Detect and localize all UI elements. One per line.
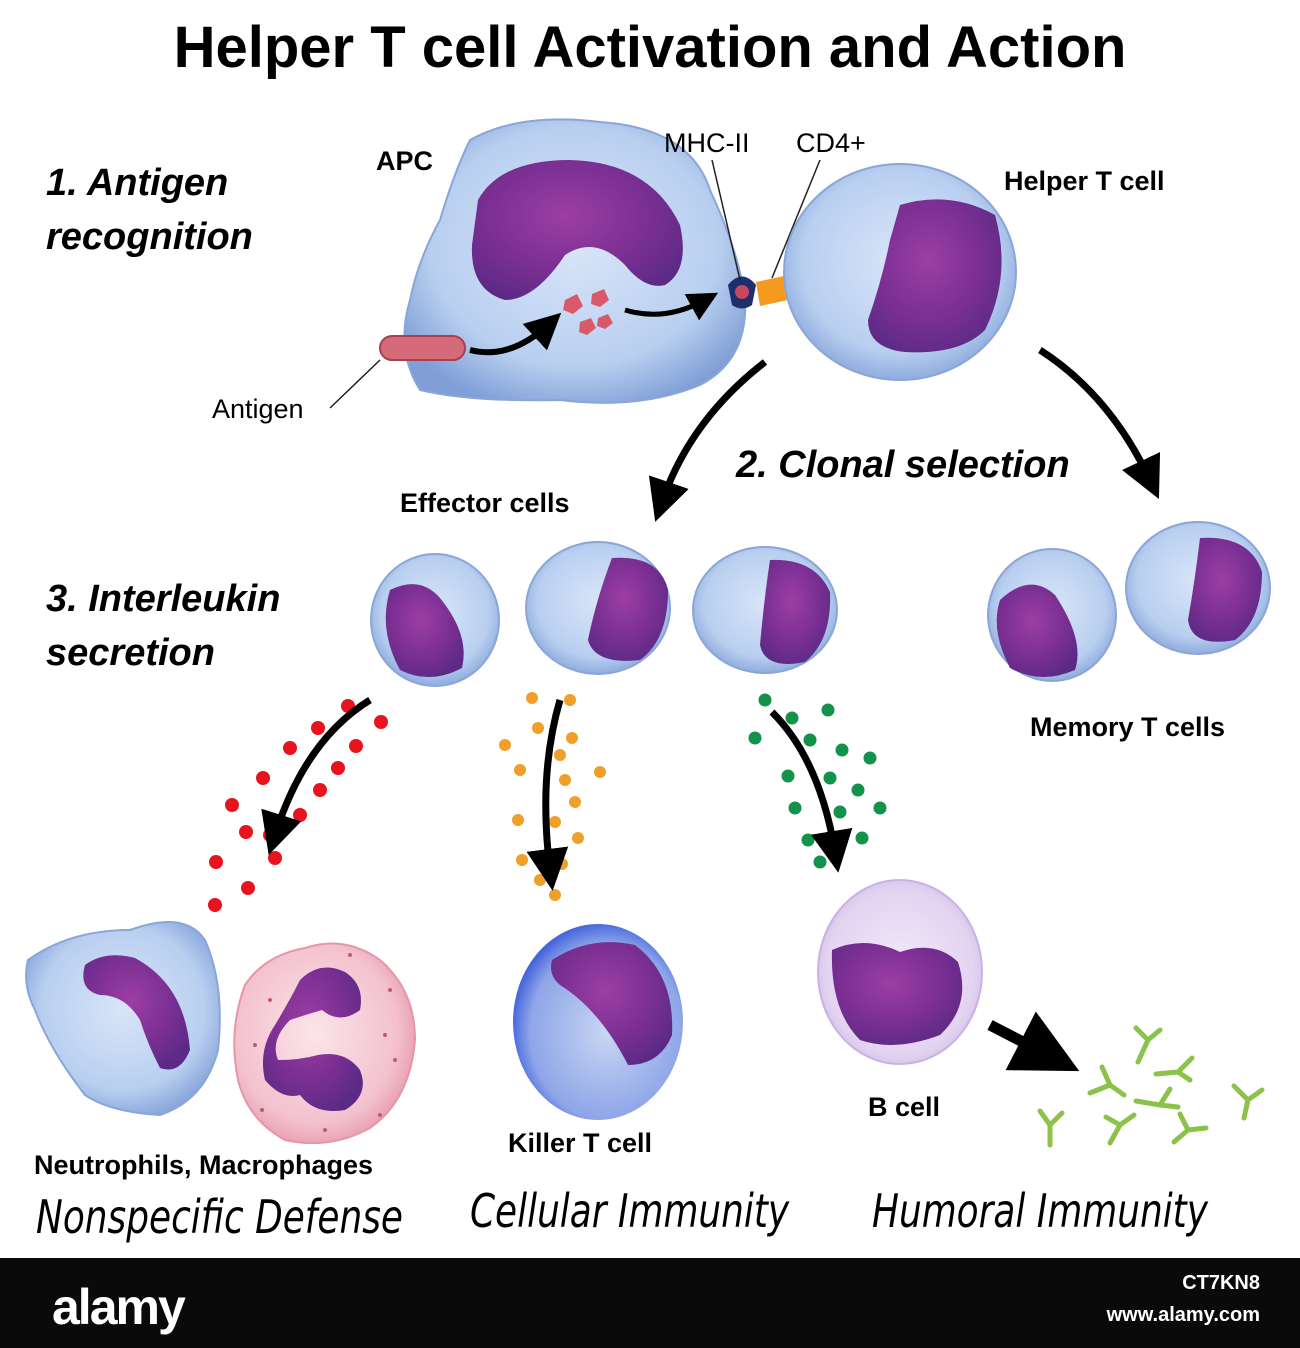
apc-nucleus xyxy=(471,160,683,300)
step-1-title-line-1: 1. Antigen xyxy=(46,162,229,204)
presented-antigen xyxy=(735,285,749,299)
cd4-leader-line xyxy=(771,159,821,279)
antibodies xyxy=(1037,1025,1265,1148)
helper-t-cell xyxy=(783,163,1017,381)
neutrophil-cell xyxy=(233,942,417,1145)
b-cell-nucleus xyxy=(831,942,963,1045)
neutrophil-granules xyxy=(253,953,397,1132)
step-2-title: 2. Clonal selection xyxy=(736,444,1070,486)
presentation-arrow xyxy=(624,292,719,321)
arrow-to-nonspecific xyxy=(261,697,372,856)
macrophage-cell xyxy=(25,921,221,1117)
b-cell xyxy=(817,879,983,1065)
cellular-immunity-label: Cellular Immunity xyxy=(470,1184,790,1238)
effector-cell xyxy=(525,541,671,675)
helper-t-nucleus xyxy=(868,199,1002,353)
killer-t-nucleus xyxy=(551,942,673,1065)
page-title: Helper T cell Activation and Action xyxy=(173,15,1127,80)
step-3-title-line-1: 3. Interleukin xyxy=(46,578,281,620)
memory-t-cell xyxy=(987,548,1117,682)
arrow-to-memory xyxy=(1038,347,1161,499)
nonspecific-defense-label: Nonspecific Defense xyxy=(36,1190,404,1244)
mhc-ii-label: MHC-II xyxy=(664,128,750,158)
processed-antigen-fragments xyxy=(563,289,613,335)
arrow-to-humoral xyxy=(769,709,853,873)
macrophage-nucleus xyxy=(83,955,190,1070)
image-id: CT7KN8 xyxy=(1182,1272,1260,1294)
antibody-secretion-arrow xyxy=(987,1011,1080,1072)
antigen-rod xyxy=(379,335,466,361)
memory-t-cell xyxy=(1125,521,1271,655)
alamy-logo: alamy xyxy=(52,1279,186,1335)
neutrophils-macrophages-label: Neutrophils, Macrophages xyxy=(34,1150,374,1180)
effector-cell xyxy=(370,553,500,687)
interleukin-green-dots xyxy=(748,693,887,869)
cd4-receptor xyxy=(756,276,788,306)
step-1-title-line-2: recognition xyxy=(46,216,253,258)
killer-t-cell-label: Killer T cell xyxy=(508,1128,653,1158)
humoral-immunity-label: Humoral Immunity xyxy=(872,1184,1208,1238)
cd4-label: CD4+ xyxy=(796,128,866,158)
step-3-title-line-2: secretion xyxy=(46,632,215,674)
arrow-to-cellular xyxy=(526,699,569,891)
b-cell-label: B cell xyxy=(868,1092,941,1122)
helper-t-cell-label: Helper T cell xyxy=(1004,166,1165,196)
antigen-leader-line xyxy=(329,359,381,409)
diagram-canvas xyxy=(25,118,1271,1148)
antigen-label: Antigen xyxy=(212,394,304,424)
watermark-footer xyxy=(0,1258,1300,1348)
apc-cell xyxy=(403,118,747,404)
memory-t-cells-label: Memory T cells xyxy=(1030,712,1226,742)
killer-t-cell xyxy=(513,924,683,1120)
mhc-leader-line xyxy=(711,159,741,281)
effector-cell xyxy=(692,546,838,674)
effector-cells-label: Effector cells xyxy=(400,488,570,518)
arrow-to-effector xyxy=(648,359,768,522)
apc-label: APC xyxy=(376,146,434,176)
uptake-arrow xyxy=(469,312,562,356)
neutrophil-nucleus xyxy=(262,967,363,1111)
interleukin-red-dots xyxy=(208,699,388,912)
watermark-url: www.alamy.com xyxy=(1106,1304,1260,1326)
